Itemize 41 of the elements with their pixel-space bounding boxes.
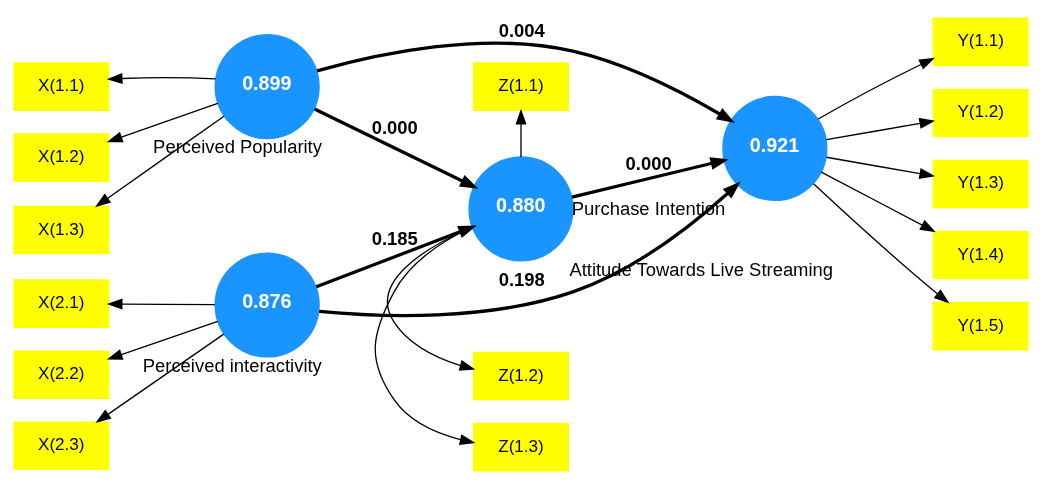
edge-label: 0.198 <box>498 268 545 290</box>
arrow <box>820 170 936 232</box>
node-box: Z(1.3) <box>473 422 569 471</box>
node-circle: 0.880 <box>468 155 574 262</box>
node-circle: 0.876 <box>214 251 320 358</box>
edge-label: 0.004 <box>498 19 545 41</box>
node-box: X(2.1) <box>13 278 110 328</box>
node-box: X(2.2) <box>13 349 110 399</box>
arrow <box>515 108 527 158</box>
node-box: Y(1.4) <box>932 230 1029 279</box>
arrow <box>825 117 936 140</box>
arrow <box>95 115 225 207</box>
node-box: Y(1.3) <box>932 159 1029 208</box>
node-box: Y(1.5) <box>932 301 1029 350</box>
arrow <box>106 102 219 142</box>
arrow <box>374 225 476 445</box>
edge-label: 0.000 <box>625 152 672 174</box>
arrow <box>95 332 225 423</box>
node-box: X(1.1) <box>13 61 110 111</box>
arrow <box>316 41 735 123</box>
node-box: Z(1.2) <box>473 351 569 400</box>
node-box: X(1.3) <box>13 205 110 254</box>
arrow <box>106 298 216 310</box>
arrow <box>106 320 219 360</box>
arrow <box>315 224 477 288</box>
arrow <box>313 107 479 189</box>
arrow <box>571 156 729 199</box>
arrow <box>386 226 476 371</box>
node-box: Y(1.2) <box>932 88 1029 137</box>
arrow <box>318 180 741 317</box>
node-box: X(2.3) <box>13 420 110 470</box>
node-box: Z(1.1) <box>473 61 569 111</box>
arrow <box>817 57 935 120</box>
node-box: Y(1.1) <box>932 17 1029 66</box>
edge-label: 0.000 <box>371 116 418 138</box>
edge-label: 0.185 <box>371 227 418 249</box>
node-circle: 0.899 <box>214 33 320 139</box>
arrow <box>825 156 936 179</box>
node-box: X(1.2) <box>13 132 110 182</box>
arrow <box>812 182 950 304</box>
arrow <box>106 72 217 84</box>
